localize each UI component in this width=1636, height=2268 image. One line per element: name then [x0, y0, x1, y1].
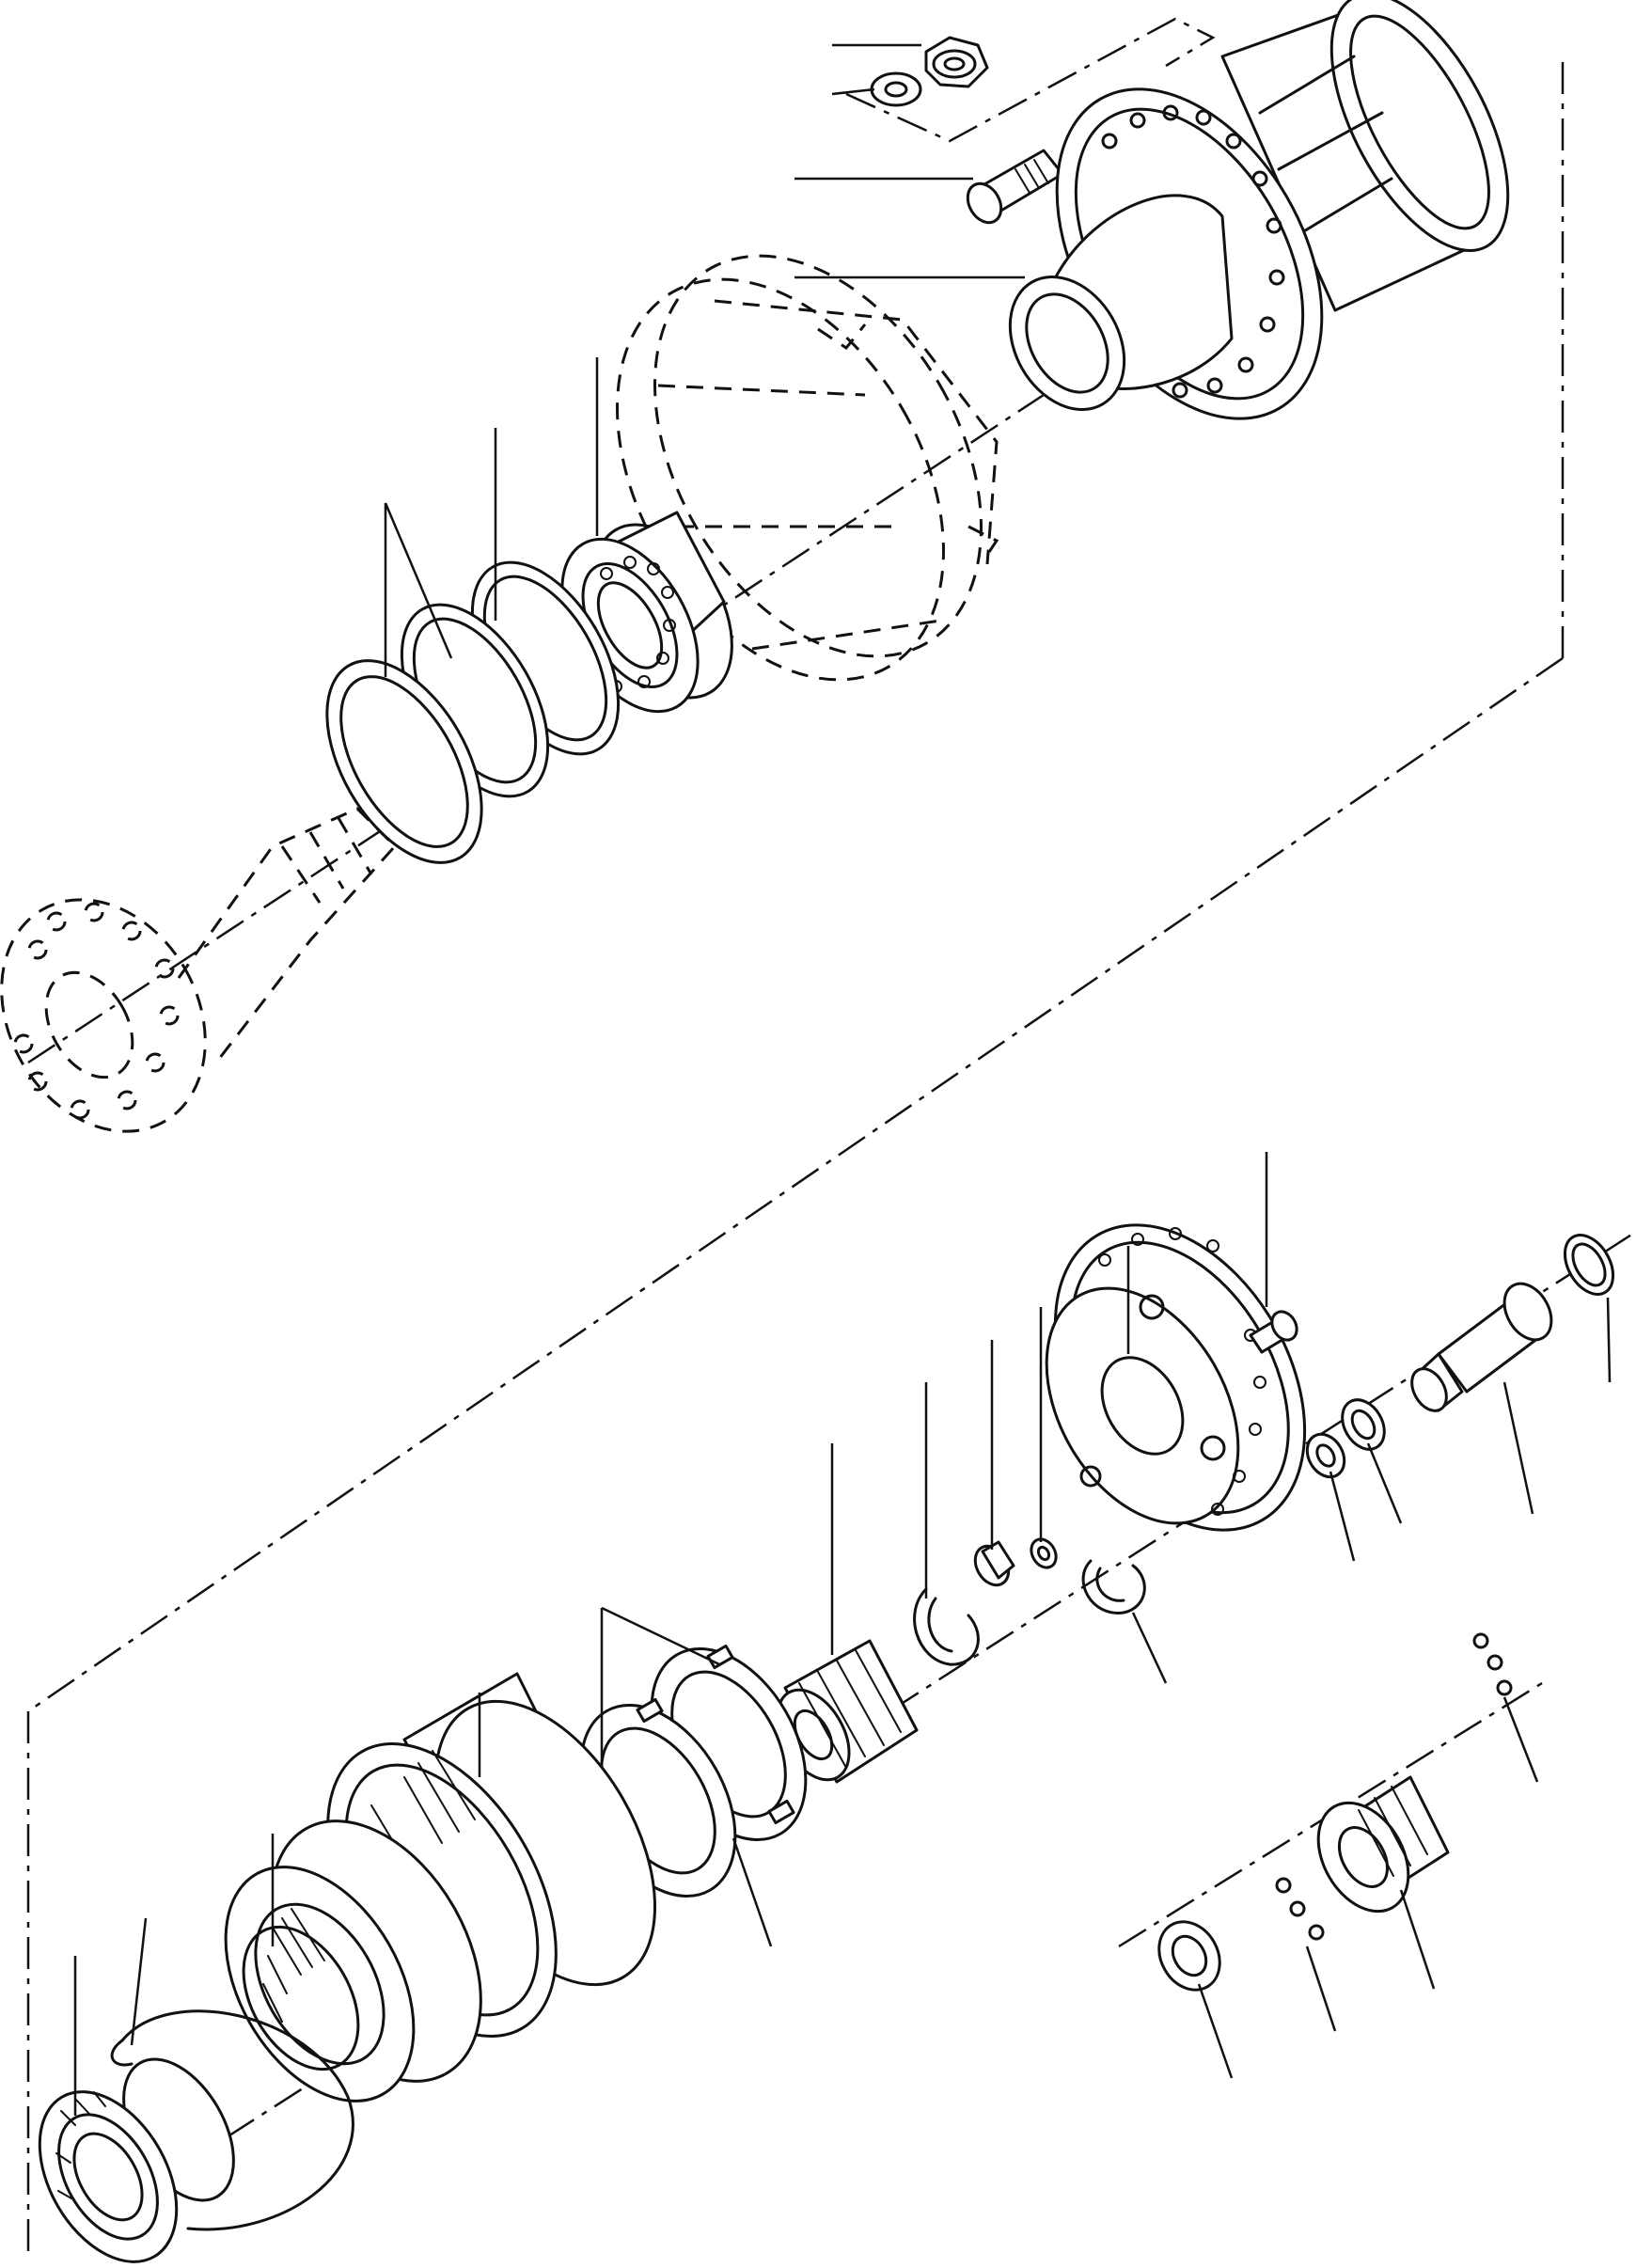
small-plug — [973, 1540, 1015, 1587]
small-washer-right — [1305, 1432, 1346, 1479]
small-screw — [1249, 1310, 1298, 1354]
main-housing — [1008, 0, 1510, 420]
leader-washer — [831, 87, 875, 96]
lower-bearing — [38, 2057, 235, 2263]
leader-lock-rings — [600, 1606, 720, 1768]
wire-snap-ring — [110, 2009, 354, 2231]
needle-rollers-upper — [1472, 1632, 1513, 1696]
housing-flange-holes — [1101, 104, 1285, 399]
snap-ring-right — [1563, 1234, 1615, 1296]
planet-pin — [1410, 1282, 1553, 1412]
leader-planet-pin — [1502, 1381, 1534, 1515]
small-planet-gear — [1316, 1775, 1450, 1914]
thrust-button — [1341, 1398, 1386, 1451]
upper-ring-front — [325, 659, 483, 864]
tiny-washer — [1030, 1537, 1058, 1569]
leader-thrust-washer-lower — [1197, 1983, 1234, 2079]
long-diagonal-guide — [27, 656, 1564, 1713]
carrier-flange-holes — [1098, 1227, 1266, 1516]
leader-lines — [73, 43, 1612, 2116]
leader-thrust-button — [1366, 1442, 1403, 1524]
leader-small-washer — [1329, 1471, 1356, 1562]
thrust-washer-lower — [1157, 1920, 1221, 1992]
leader-wire-ring — [130, 1917, 148, 2046]
leader-snap-ring-lower — [1131, 1612, 1168, 1684]
output-gear-hub — [224, 1819, 482, 2103]
leader-needles-lower — [1305, 1945, 1337, 2032]
leader-small-gear — [1399, 1889, 1436, 1990]
stud-bolt — [966, 149, 1064, 225]
top-washer — [870, 71, 922, 107]
leader-snap-ring-right — [1606, 1297, 1612, 1383]
top-nut — [924, 36, 989, 88]
leader-lock-ring-front — [731, 1837, 773, 1947]
snap-ring-center — [913, 1587, 980, 1666]
snap-ring-lower — [1081, 1559, 1146, 1614]
leader-rings-pair — [384, 502, 453, 677]
needle-rollers-lower — [1275, 1877, 1325, 1941]
phantom-shaft — [0, 807, 398, 1133]
phantom-drum — [616, 254, 999, 682]
bolt-connection-bracket — [845, 17, 1216, 143]
planet-carrier — [1045, 1223, 1307, 1532]
leader-needles-upper — [1502, 1696, 1539, 1783]
